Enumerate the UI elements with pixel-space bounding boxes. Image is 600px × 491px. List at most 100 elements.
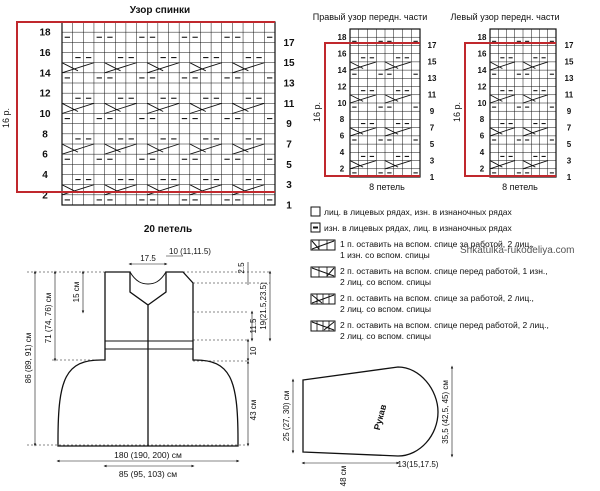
row-number: 12: [39, 89, 51, 100]
cable-mark: [232, 143, 249, 153]
cable-mark: [232, 62, 265, 74]
row-number: 12: [478, 82, 487, 91]
cable-mark: [522, 94, 536, 102]
cable-back-icon: [310, 293, 336, 305]
row-number: 15: [428, 58, 437, 67]
row-number: 11: [428, 91, 437, 100]
row-number: 7: [567, 123, 572, 132]
cable-front-icon: [310, 320, 336, 332]
shoulder-drop-label: 2.5: [237, 262, 246, 274]
row-number: 16: [39, 48, 51, 59]
row-number: 7: [430, 123, 435, 132]
cable-mark: [146, 62, 164, 72]
legend-text-6b: 2 лиц. со вспом. спицы: [340, 331, 431, 341]
left-front-grid: [489, 28, 557, 178]
row-number: 5: [430, 140, 435, 149]
row-number: 8: [340, 115, 345, 124]
cable-mark: [522, 160, 536, 168]
row-number: 10: [478, 99, 487, 108]
total-height-label: 86 (89, 91) см: [24, 333, 33, 383]
row-number: 9: [430, 107, 435, 116]
cable-mark: [232, 62, 249, 72]
cable-mark: [147, 62, 180, 74]
cable-mark: [232, 102, 249, 112]
cable-mark: [522, 61, 548, 71]
garment-schematic: 17.5 10 (11,11.5) 86 (89, 91) см 71 (74,…: [24, 247, 272, 479]
hem-width-label: 180 (190, 200) см: [114, 450, 182, 460]
cable-mark: [349, 127, 377, 137]
mid-height-label: 10: [249, 346, 258, 355]
cable-mark: [104, 184, 137, 196]
row-number: 3: [286, 180, 292, 191]
left-front-repeat-bracket: [464, 42, 490, 177]
cable-mark: [349, 61, 364, 69]
cable-mark: [61, 62, 79, 72]
cable-mark: [349, 160, 364, 168]
row-number: 3: [430, 156, 435, 165]
legend-text-3b: 1 изн. со вспом. спицы: [340, 250, 430, 260]
row-number: 17: [565, 41, 574, 50]
cable-mark: [384, 94, 412, 104]
cable-mark: [189, 102, 206, 112]
cable-mark: [104, 62, 137, 74]
cable-mark: [189, 184, 222, 196]
cable-mark: [384, 61, 399, 69]
row-number: 4: [340, 148, 345, 157]
row-number: 1: [567, 173, 572, 182]
cable-mark: [61, 143, 95, 155]
cable-mark: [384, 94, 399, 102]
row-number: 6: [340, 132, 345, 141]
skirt-height-label: 43 см: [249, 400, 258, 421]
cross-right-icon: [310, 239, 336, 251]
neck-width-label: 10 (11,11.5): [169, 247, 211, 256]
row-number: 11: [565, 91, 574, 100]
row-number: 14: [478, 66, 487, 75]
cable-mark: [147, 143, 180, 155]
cable-mark: [522, 127, 548, 137]
cable-mark: [146, 102, 164, 112]
cable-mark: [489, 94, 503, 102]
sleeve-schematic: 25 (27, 30) см 35,5 (42,5, 45) см Рукав …: [282, 365, 454, 487]
cable-mark: [384, 160, 412, 170]
row-number: 18: [39, 28, 51, 39]
row-number: 16: [338, 49, 347, 58]
row-number: 18: [338, 33, 347, 42]
left-front-title: Левый узор передн. части: [451, 12, 560, 22]
row-number: 10: [338, 99, 347, 108]
cable-mark: [384, 127, 399, 135]
back-rows-label: 16 р.: [1, 108, 11, 128]
cable-mark: [349, 94, 377, 104]
cable-mark: [522, 94, 548, 104]
garment-outline: [57, 271, 239, 447]
sleeve-label: Рукав: [372, 403, 389, 431]
row-number: 4: [480, 148, 485, 157]
row-number: 3: [567, 156, 572, 165]
legend-item-3: 1 п. оставить на вспом. спице за работой…: [310, 239, 534, 260]
legend-item-5: 2 п. оставить на вспом. спице за работой…: [310, 293, 534, 314]
right-front-grid: [349, 28, 421, 178]
row-number: 14: [338, 66, 347, 75]
cable-mark: [349, 160, 377, 170]
legend-text-2: изн. в лицевых рядах, лиц. в изнаночных …: [324, 223, 513, 233]
row-number: 5: [286, 160, 292, 171]
cable-mark: [489, 160, 515, 170]
cable-mark: [61, 102, 95, 114]
row-number: 1: [430, 173, 435, 182]
row-number: 11: [284, 99, 295, 110]
row-number: 13: [565, 74, 574, 83]
front-height-label: 11.5: [249, 318, 258, 334]
row-number: 9: [286, 119, 292, 130]
cable-mark: [104, 62, 121, 72]
cable-mark: [61, 184, 95, 196]
cable-mark: [104, 143, 121, 153]
row-number: 2: [340, 165, 345, 174]
legend-text-4b: 2 лиц. со вспом. спицы: [340, 277, 431, 287]
legend-item-1: лиц. в лицевых рядах, изн. в изнаночных …: [310, 206, 513, 217]
sleeve-length-label: 48 см: [339, 466, 348, 487]
empty-cell-icon: [310, 206, 321, 217]
left-front-chart: Левый узор передн. части 18161412108642 …: [451, 12, 574, 192]
